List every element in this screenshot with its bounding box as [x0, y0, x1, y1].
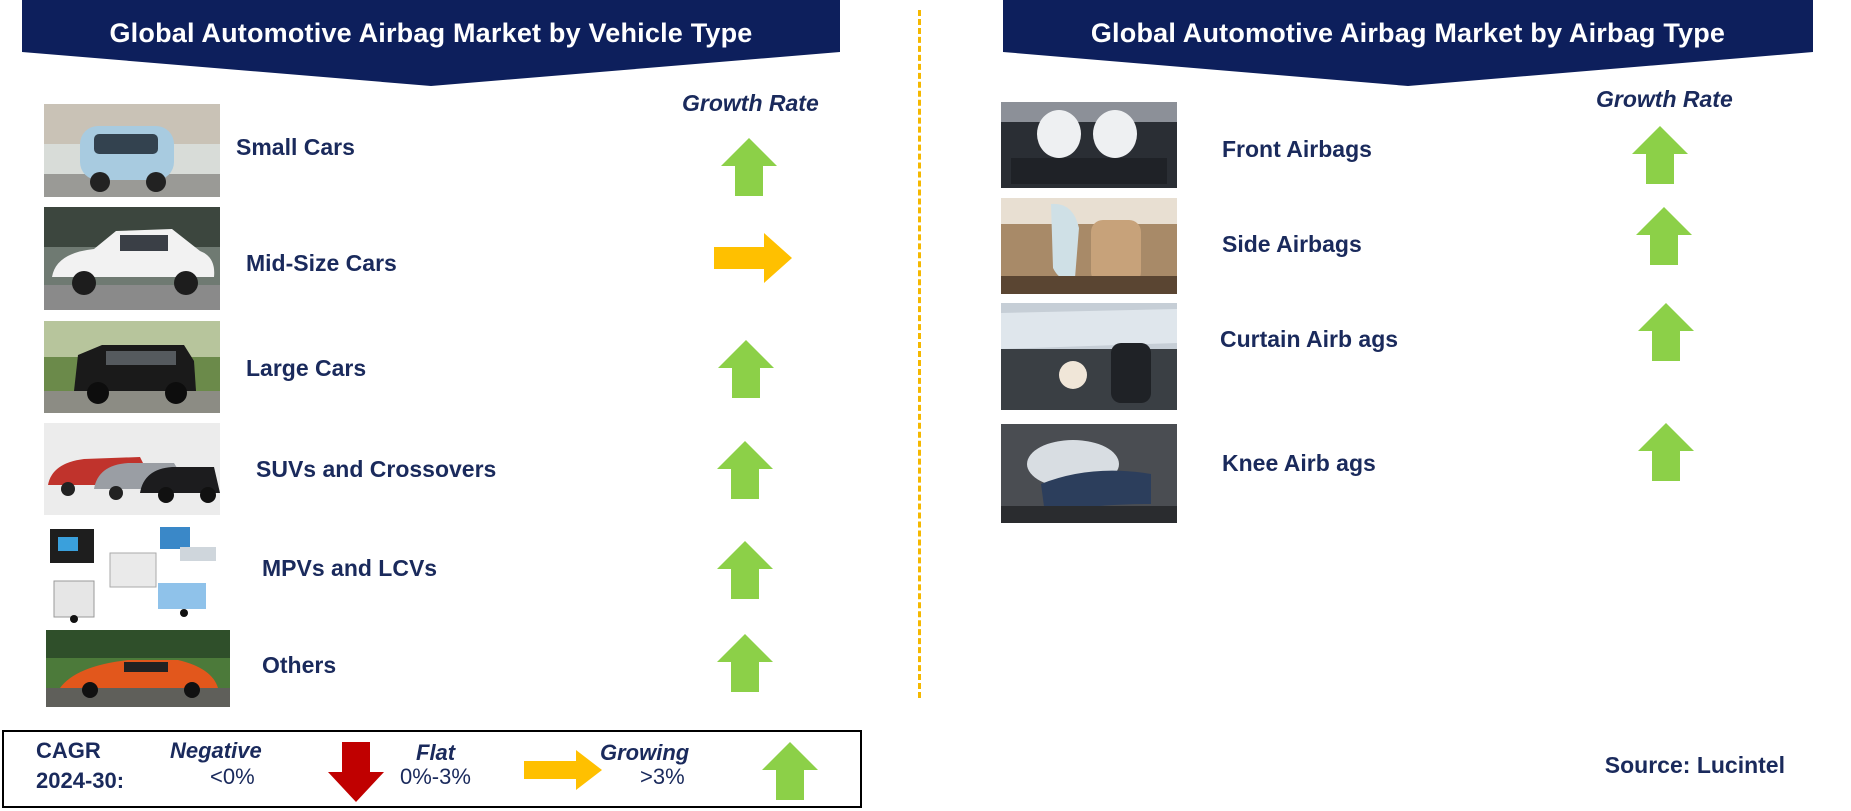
- side-airbag-photo: [1001, 198, 1177, 294]
- sedan-photo: [44, 207, 220, 310]
- cagr-legend: CAGR 2024-30: Negative <0% Flat 0%-3% Gr…: [2, 730, 862, 808]
- up-arrow-icon: [718, 340, 774, 398]
- suv-lineup-photo: [44, 423, 220, 515]
- knee-airbag-photo: [1001, 424, 1177, 523]
- curtain-airbag-photo: [1001, 303, 1177, 410]
- legend-negative-name: Negative: [170, 738, 262, 763]
- up-arrow-icon: [1638, 303, 1694, 361]
- legend-negative-range: <0%: [210, 764, 255, 789]
- up-arrow-icon: [717, 541, 773, 599]
- small-car-photo: [44, 104, 220, 197]
- left-growth-header: Growth Rate: [682, 90, 819, 116]
- label-suvs-and-crossovers: SUVs and Crossovers: [256, 456, 497, 482]
- down-arrow-icon: [328, 742, 384, 802]
- label-side-airbags: Side Airbags: [1222, 231, 1362, 257]
- legend-growing-name: Growing: [600, 740, 690, 765]
- source-note: Source: Lucintel: [1604, 752, 1785, 778]
- right-arrow-icon: [714, 233, 792, 283]
- right-panel-title: Global Automotive Airbag Market by Airba…: [1090, 18, 1726, 48]
- front-airbag-photo: [1001, 102, 1177, 188]
- banner-shape: [1003, 0, 1813, 86]
- up-arrow-icon: [1638, 423, 1694, 481]
- label-mid-size-cars: Mid-Size Cars: [246, 250, 397, 276]
- left-title-banner: Global Automotive Airbag Market by Vehic…: [22, 0, 840, 86]
- up-arrow-icon: [717, 634, 773, 692]
- legend-flat-name: Flat: [416, 740, 456, 765]
- right-arrow-icon: [524, 750, 602, 790]
- label-others: Others: [262, 652, 337, 678]
- legend-growing-range: >3%: [640, 764, 685, 789]
- large-suv-photo: [44, 321, 220, 413]
- label-curtain-airbags: Curtain Airb ags: [1220, 326, 1399, 352]
- right-title-banner: Global Automotive Airbag Market by Airba…: [1003, 0, 1813, 86]
- up-arrow-icon: [762, 742, 818, 800]
- utility-vehicles-photo: [44, 523, 220, 625]
- up-arrow-icon: [717, 441, 773, 499]
- label-front-airbags: Front Airbags: [1222, 136, 1372, 162]
- legend-cagr-label: CAGR: [36, 738, 101, 763]
- up-arrow-icon: [1636, 207, 1692, 265]
- sports-car-photo: [46, 630, 230, 707]
- legend-flat-range: 0%-3%: [400, 764, 471, 789]
- panel-divider: [918, 10, 921, 698]
- label-small-cars: Small Cars: [236, 134, 355, 160]
- label-large-cars: Large Cars: [246, 355, 367, 381]
- right-growth-header: Growth Rate: [1596, 86, 1733, 112]
- label-mpvs-and-lcvs: MPVs and LCVs: [262, 555, 438, 581]
- left-panel-title: Global Automotive Airbag Market by Vehic…: [109, 18, 753, 48]
- up-arrow-icon: [1632, 126, 1688, 184]
- up-arrow-icon: [721, 138, 777, 196]
- label-knee-airbags: Knee Airb ags: [1222, 450, 1376, 476]
- legend-period-label: 2024-30:: [36, 768, 125, 793]
- banner-shape: [22, 0, 840, 86]
